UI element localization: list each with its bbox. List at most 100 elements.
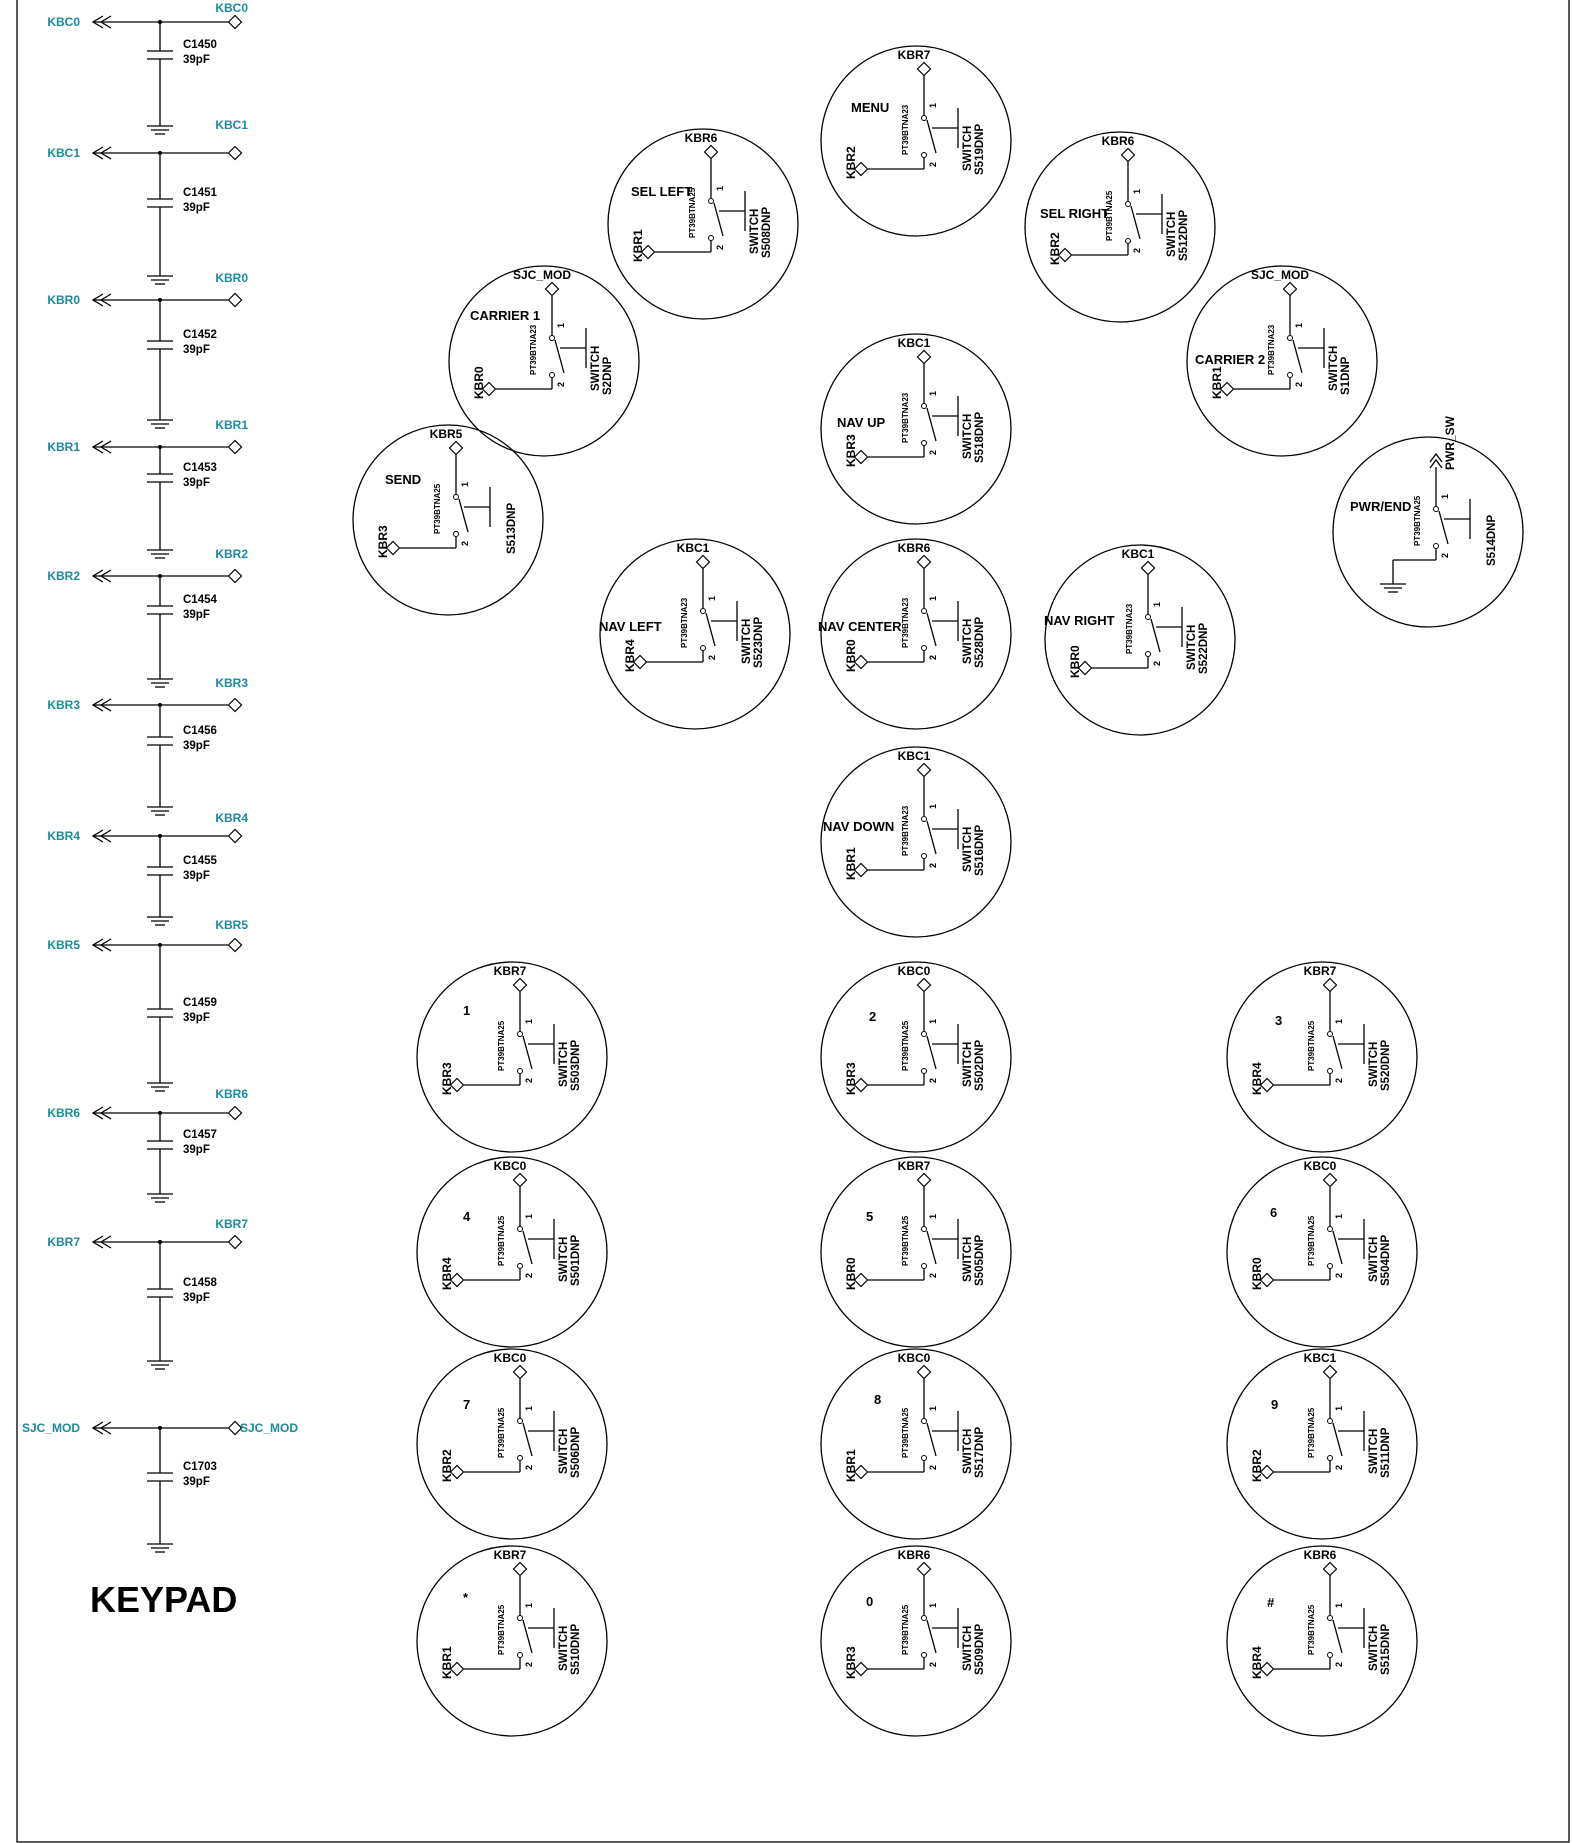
switch-blade (1332, 1035, 1343, 1070)
contact-dot (517, 1031, 523, 1037)
part-number: PT39BTNA25 (688, 187, 697, 238)
contact-dot (1327, 1031, 1333, 1037)
switch-outline (820, 1156, 1012, 1348)
cap-value: 39pF (183, 1476, 210, 1488)
contact-dot (921, 1068, 927, 1074)
key-label: NAV CENTER (818, 619, 902, 634)
net-label-bottom: KBR1 (844, 847, 858, 880)
net-port-icon (853, 862, 869, 878)
net-port-icon (916, 762, 932, 778)
key-label: 7 (463, 1397, 470, 1412)
contact-dot (1433, 543, 1439, 549)
ref-designator: S2DNP (602, 356, 614, 395)
net-label-left: SJC_MOD (22, 1421, 80, 1435)
net-label-top: SJC_MOD (513, 268, 571, 282)
ref-type: SWITCH (962, 619, 974, 664)
net-port-icon (481, 381, 497, 397)
contact-dot (708, 235, 714, 241)
net-label-top: KBR6 (1304, 1548, 1337, 1562)
ref-type: SWITCH (962, 1626, 974, 1671)
switch-outline (352, 424, 544, 616)
net-label-bottom: KBR0 (1068, 645, 1082, 678)
ref-designator: S510DNP (570, 1624, 582, 1675)
net-port-icon (449, 1272, 465, 1288)
part-number: PT39BTNA25 (1307, 1407, 1316, 1458)
ref-type: SWITCH (1368, 1237, 1380, 1282)
contact-dot (1287, 335, 1293, 341)
cap-ref: C1458 (183, 1277, 217, 1289)
net-label-top: KBC1 (1304, 1351, 1337, 1365)
contact-dot (921, 816, 927, 822)
switch-outline (1044, 544, 1236, 736)
cap-value: 39pF (183, 344, 210, 356)
pin-number: 1 (524, 1214, 534, 1219)
switch-blade (1150, 618, 1161, 653)
contact-dot (1145, 614, 1151, 620)
contact-dot (921, 1263, 927, 1269)
contact-dot (1327, 1418, 1333, 1424)
contact-dot (453, 494, 459, 500)
pin-number: 2 (1334, 1465, 1344, 1470)
contact-dot (549, 335, 555, 341)
switch-outline (416, 961, 608, 1153)
part-number: PT39BTNA25 (1413, 495, 1422, 546)
net-label-top: KBC1 (1122, 547, 1155, 561)
contact-dot (1327, 1068, 1333, 1074)
ref-type: SWITCH (741, 619, 753, 664)
ref-designator: S516DNP (974, 825, 986, 876)
ref-type: SWITCH (1328, 346, 1340, 391)
cap-value: 39pF (183, 740, 210, 752)
cap-value: 39pF (183, 1292, 210, 1304)
pin-number: 2 (524, 1078, 534, 1083)
ref-designator: S518DNP (974, 412, 986, 463)
net-label-bottom: KBR3 (844, 1062, 858, 1095)
capacitor-layer: KBC0KBC0C145039pFKBC1KBC1C145139pFKBR0KB… (22, 1, 298, 1553)
switch-outline (820, 746, 1012, 938)
pin-number: 1 (1334, 1406, 1344, 1411)
contact-dot (517, 1615, 523, 1621)
contact-dot (921, 440, 927, 446)
switch-blade (926, 1619, 937, 1654)
contact-dot (921, 152, 927, 158)
key-label: NAV UP (837, 415, 885, 430)
net-label-bottom: KBR2 (1250, 1449, 1264, 1482)
net-port-icon (853, 449, 869, 465)
part-number: PT39BTNA23 (680, 597, 689, 648)
switch-outline (820, 1545, 1012, 1737)
net-label-bottom: KBR0 (844, 1257, 858, 1290)
switch-outline (607, 128, 799, 320)
key-label: SEL LEFT (631, 184, 692, 199)
key-label: # (1267, 1595, 1275, 1610)
contact-dot (1327, 1455, 1333, 1461)
net-port-icon (632, 654, 648, 670)
cap-ref: C1457 (183, 1129, 217, 1141)
net-label-right: KBC0 (215, 1, 248, 15)
ref-designator: S523DNP (753, 617, 765, 668)
contact-dot (1125, 201, 1131, 207)
part-number: PT39BTNA23 (1267, 324, 1276, 375)
net-port-icon (916, 349, 932, 365)
net-port-icon (227, 145, 243, 161)
net-port-icon (853, 1077, 869, 1093)
ground-icon (147, 1082, 173, 1092)
net-label-left: KBR2 (47, 569, 80, 583)
cap-ref: C1450 (183, 39, 217, 51)
switch-blade (522, 1035, 533, 1070)
page-title: KEYPAD (90, 1579, 237, 1620)
net-port-icon (1259, 1077, 1275, 1093)
contact-dot (921, 115, 927, 121)
cap-ref: C1454 (183, 594, 217, 606)
net-label-left: KBC0 (47, 15, 80, 29)
contact-dot (1327, 1263, 1333, 1269)
ref-designator: S504DNP (1380, 1235, 1392, 1286)
pin-number: 2 (1440, 553, 1450, 558)
switch-outline (416, 1545, 608, 1737)
ref-type: SWITCH (1368, 1626, 1380, 1671)
